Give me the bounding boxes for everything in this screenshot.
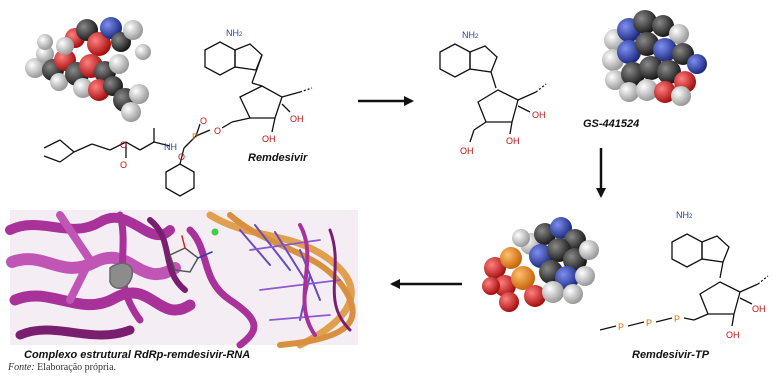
complex-strand: [6, 251, 181, 280]
complex-strand: [9, 287, 196, 316]
gs441524-structure: [439, 43, 547, 143]
complex-strand: [169, 247, 199, 273]
svg-text:O: O: [200, 116, 207, 126]
atom-sphere: [484, 257, 506, 279]
atom-sphere: [499, 292, 519, 312]
svg-text:O: O: [214, 126, 221, 136]
atom-sphere: [25, 58, 45, 78]
remdesivir-atom-labels: NH2 OH OH O O O P NH O O: [120, 28, 304, 170]
atom-sphere: [617, 40, 641, 64]
atom-sphere: [652, 15, 674, 37]
atom-sphere: [654, 81, 676, 103]
remdesivir-label: Remdesivir: [248, 152, 308, 164]
complex-strand: [181, 235, 186, 249]
svg-text:O: O: [120, 140, 127, 150]
atom-sphere: [687, 54, 707, 74]
atom-sphere: [50, 73, 68, 91]
atom-sphere: [37, 34, 53, 50]
remdesivir-structure: [43, 41, 313, 197]
remdesivir-tp-space-filling-model: [482, 217, 599, 312]
complex-strand: [56, 211, 95, 304]
atom-sphere: [494, 275, 516, 297]
remdesivir-space-filling-model: [25, 17, 151, 122]
atom-sphere: [619, 82, 639, 102]
atom-sphere: [109, 54, 129, 74]
atom-sphere: [123, 20, 143, 40]
atom-sphere: [636, 79, 658, 101]
svg-text:OH: OH: [506, 136, 520, 146]
complex-strand: [5, 212, 175, 241]
atom-sphere: [36, 45, 54, 63]
atom-sphere: [135, 44, 151, 60]
complex-label: Complexo estrutural RdRp-remdesivir-RNA: [24, 349, 251, 361]
atom-sphere: [605, 70, 625, 90]
complex-strand: [298, 223, 317, 337]
atom-sphere: [512, 229, 530, 247]
svg-text:P: P: [192, 132, 198, 142]
atom-sphere: [121, 102, 141, 122]
svg-text:OH: OH: [752, 304, 766, 314]
svg-text:P: P: [674, 314, 680, 324]
atom-sphere: [563, 284, 583, 304]
atom-sphere: [633, 10, 657, 34]
atom-sphere: [669, 24, 689, 44]
atom-sphere: [524, 285, 546, 307]
remdesivir-tp-atom-labels: NH2 OH OH P P P: [618, 210, 766, 340]
remdesivir-tp-structure: [599, 233, 769, 331]
atom-sphere: [73, 78, 93, 98]
svg-text:OH: OH: [532, 110, 546, 120]
complex-strand: [227, 212, 356, 348]
svg-text:O: O: [120, 160, 127, 170]
rdrp-remdesivir-rna-complex-image: [5, 210, 358, 349]
svg-text:P: P: [646, 318, 652, 328]
metal-ion: [211, 228, 219, 236]
atom-sphere: [129, 84, 149, 104]
svg-text:P: P: [618, 322, 624, 332]
svg-text:O: O: [178, 152, 185, 162]
svg-text:NH2: NH2: [676, 210, 693, 220]
gs441524-label: GS-441524: [583, 118, 640, 130]
atom-sphere: [87, 32, 111, 56]
svg-text:OH: OH: [460, 146, 474, 156]
svg-text:NH: NH: [164, 142, 177, 152]
complex-strand: [15, 325, 135, 340]
svg-text:OH: OH: [262, 134, 276, 144]
atom-sphere: [56, 37, 74, 55]
atom-sphere: [500, 247, 522, 269]
remdesivir-tp-label: Remdesivir-TP: [632, 349, 710, 361]
complex-strand: [249, 239, 341, 321]
atom-sphere: [653, 38, 677, 62]
atom-sphere: [579, 240, 599, 260]
complex-strand: [197, 251, 213, 259]
atom-sphere: [511, 266, 535, 290]
complex-strand: [109, 262, 134, 289]
source-prefix: Fonte:: [8, 362, 35, 373]
gs441524-atom-labels: NH2 OH OH OH: [460, 30, 546, 156]
svg-text:NH2: NH2: [226, 28, 243, 38]
atom-sphere: [671, 86, 691, 106]
svg-text:OH: OH: [726, 330, 740, 340]
complex-strand: [186, 226, 258, 349]
atom-sphere: [639, 56, 663, 80]
atom-sphere: [482, 277, 500, 295]
complex-strand: [328, 228, 352, 332]
complex-strand: [147, 217, 188, 293]
svg-text:NH2: NH2: [462, 30, 479, 40]
atom-sphere: [542, 281, 564, 303]
gs441524-space-filling-model: [602, 10, 707, 106]
source-text: Elaboração própria.: [34, 362, 117, 373]
atom-sphere: [575, 266, 595, 286]
source-caption: Fonte: Elaboração própria.: [8, 362, 116, 373]
svg-text:OH: OH: [290, 114, 304, 124]
